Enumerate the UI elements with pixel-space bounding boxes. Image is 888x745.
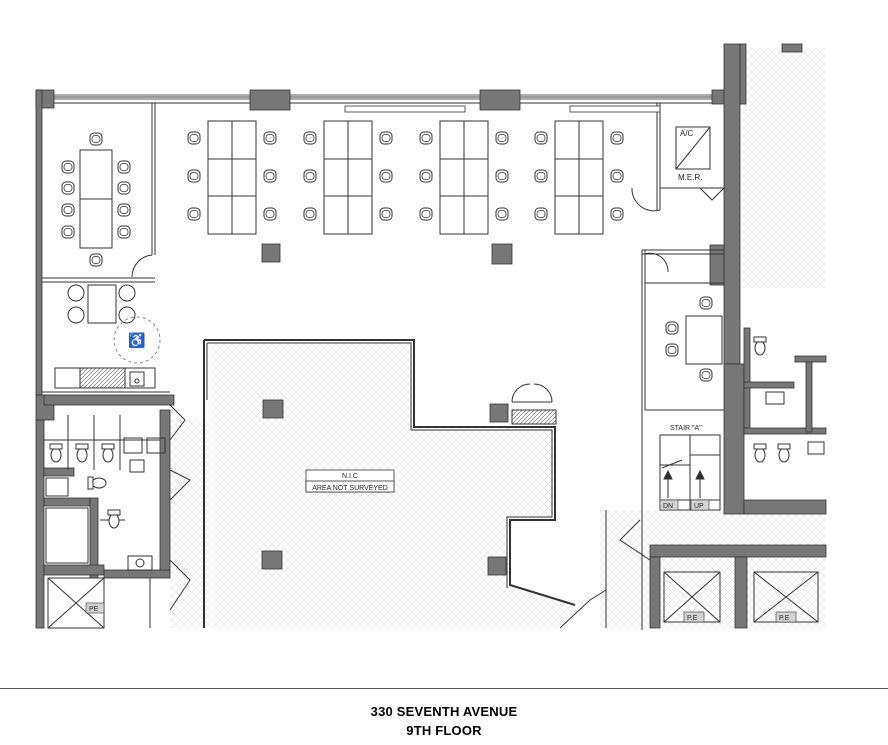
pe-mid-label: P.E: [687, 615, 698, 622]
window-band: [344, 105, 661, 113]
pe-left-label: PE: [89, 606, 99, 613]
ac-label: A/C: [680, 129, 694, 138]
pe-right-label: P.E: [779, 615, 790, 622]
toilets-left: [49, 443, 121, 529]
desk-clusters: [207, 120, 604, 235]
toilets-right: [753, 336, 825, 463]
mer-label: M.E.R.: [678, 173, 702, 182]
accessibility-icon: ♿: [113, 316, 161, 364]
not-surveyed-label: AREA NOT SURVEYED: [312, 485, 388, 492]
building-title: 330 SEVENTH AVENUE: [370, 704, 518, 719]
stair-arrows: [661, 459, 705, 498]
office-table: [665, 296, 723, 382]
walls: [35, 43, 827, 629]
floor-title: 9TH FLOOR: [406, 723, 482, 738]
conference-table: [61, 132, 131, 267]
stair-up-label: UP: [694, 503, 704, 510]
pantry-table: [67, 284, 136, 324]
nic-label: N.I.C: [342, 473, 358, 480]
stair-down-label: DN: [663, 503, 673, 510]
stair-label: STAIR "A": [670, 425, 702, 432]
partitions: [42, 103, 725, 630]
double-door: [511, 383, 557, 425]
title-divider: [0, 688, 888, 689]
svg-text:♿: ♿: [128, 332, 145, 349]
